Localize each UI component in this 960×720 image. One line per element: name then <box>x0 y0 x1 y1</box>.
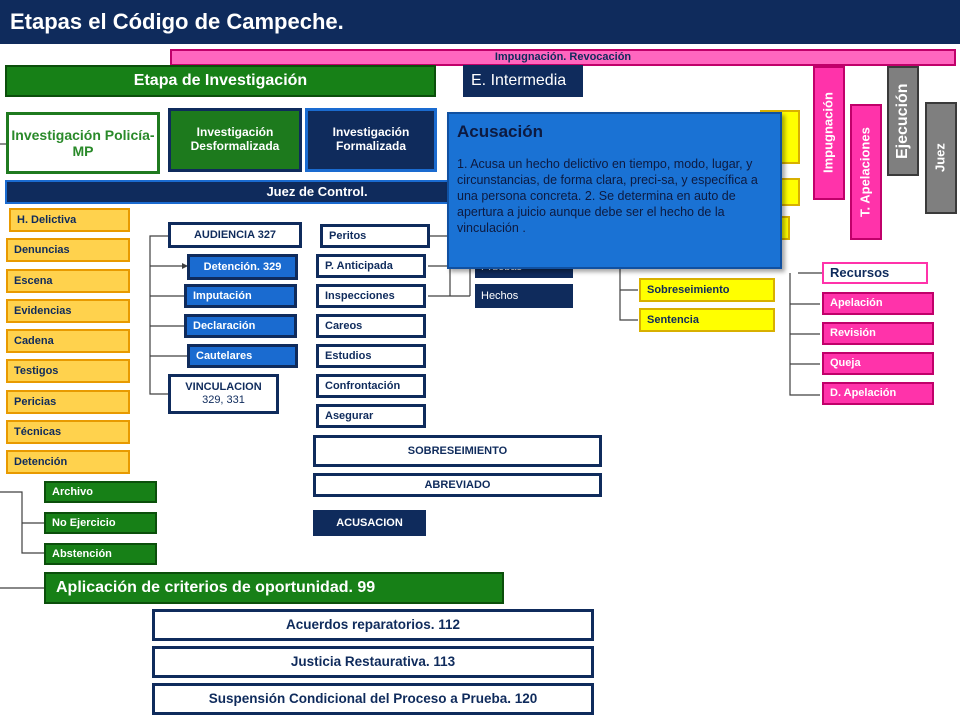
page-title: Etapas el Código de Campeche. <box>0 0 960 44</box>
left-item-8: Detención <box>6 450 130 474</box>
vinculacion-arts: 329, 331 <box>202 394 245 406</box>
etapa-investigacion-bar: Etapa de Investigación <box>5 65 436 97</box>
sobreseimiento-juicio-box: Sobreseimiento <box>639 278 775 302</box>
recursos-title: Recursos <box>822 262 928 284</box>
declaracion-box: Declaración <box>184 314 297 338</box>
recurso-item-2: Queja <box>822 352 934 375</box>
archivo-item-0: Archivo <box>44 481 157 503</box>
alternativa-item-0: Acuerdos reparatorios. 112 <box>152 609 594 641</box>
acusacion-box: ACUSACION <box>313 510 426 536</box>
investigacion-desformalizada-box: Investigación Desformalizada <box>168 108 302 172</box>
left-item-2: Escena <box>6 269 130 293</box>
left-item-1: Denuncias <box>6 238 130 262</box>
popup-text: 1. Acusa un hecho delictivo en tiempo, m… <box>457 157 758 235</box>
impugnacion-revocacion-bar: Impugnación. Revocación <box>170 49 956 66</box>
recurso-item-3: D. Apelación <box>822 382 934 405</box>
investigacion-formalizada-box: Investigación Formalizada <box>305 108 437 172</box>
criterios-oportunidad-bar: Aplicación de criterios de oportunidad. … <box>44 572 504 604</box>
diligencia-item-6: Asegurar <box>316 404 426 428</box>
vinculacion-box: VINCULACION 329, 331 <box>168 374 279 414</box>
apelaciones-vertical: T. Apelaciones <box>850 104 882 240</box>
abreviado-box: ABREVIADO <box>313 473 602 497</box>
diligencia-item-1: P. Anticipada <box>316 254 426 278</box>
ejecucion-vertical: Ejecución <box>887 66 919 176</box>
archivo-item-2: Abstención <box>44 543 157 565</box>
etapa-intermedia-bar: E. Intermedia <box>463 65 583 97</box>
audiencia-box: AUDIENCIA 327 <box>168 222 302 248</box>
diligencia-item-0: Peritos <box>320 224 430 248</box>
diligencia-item-2: Inspecciones <box>316 284 426 308</box>
diligencia-item-3: Careos <box>316 314 426 338</box>
investigacion-policia-box: Investigación Policía-MP <box>6 112 160 174</box>
imputacion-box: Imputación <box>184 284 297 308</box>
left-item-4: Cadena <box>6 329 130 353</box>
popup-title: Acusación <box>457 122 543 141</box>
left-item-5: Testigos <box>6 359 130 383</box>
detencion-box: Detención. 329 <box>187 254 298 280</box>
left-item-0: H. Delictiva <box>9 208 130 232</box>
sobreseimiento-box: SOBRESEIMIENTO <box>313 435 602 467</box>
hechos-box: Hechos <box>475 284 573 308</box>
recurso-item-1: Revisión <box>822 322 934 345</box>
alternativa-item-2: Suspensión Condicional del Proceso a Pru… <box>152 683 594 715</box>
impugnacion-vertical: Impugnación <box>813 66 845 200</box>
left-item-7: Técnicas <box>6 420 130 444</box>
left-item-6: Pericias <box>6 390 130 414</box>
juez-vertical: Juez <box>925 102 957 214</box>
acusacion-popup: Acusación 1. Acusa un hecho delictivo en… <box>447 112 782 269</box>
alternativa-item-1: Justicia Restaurativa. 113 <box>152 646 594 678</box>
left-item-3: Evidencias <box>6 299 130 323</box>
sentencia-box: Sentencia <box>639 308 775 332</box>
cautelares-box: Cautelares <box>187 344 298 368</box>
vinculacion-title: VINCULACION <box>185 381 262 394</box>
recurso-item-0: Apelación <box>822 292 934 315</box>
archivo-item-1: No Ejercicio <box>44 512 157 534</box>
diligencia-item-4: Estudios <box>316 344 426 368</box>
diligencia-item-5: Confrontación <box>316 374 426 398</box>
